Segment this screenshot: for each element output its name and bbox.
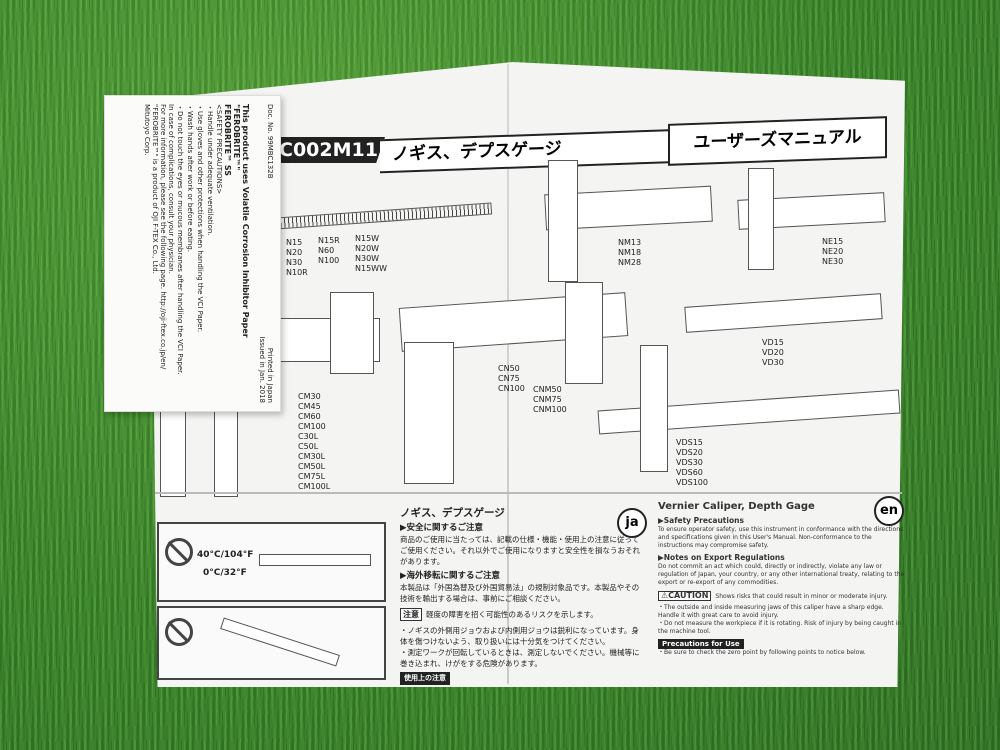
en-safety-section: Vernier Caliper, Depth Gage ▶Safety Prec… xyxy=(658,500,906,657)
en-safety-heading: ▶Safety Precautions xyxy=(658,516,744,525)
jp-export-heading: ▶海外移転に関するご注意 xyxy=(400,571,501,581)
temperature-warning-box: 40°C/104°F 0°C/32°F xyxy=(157,522,386,602)
prohibited-icon xyxy=(165,538,193,566)
info-line: "FEROBRITE™" is a product of OJI F-TEX C… xyxy=(151,104,159,274)
temp-low: 0°C/32°F xyxy=(203,568,247,578)
jp-usage-heading: 使用上の注意 xyxy=(400,672,450,685)
safety-line: ・Handle under adequate ventilation. xyxy=(206,104,214,236)
vci-product: FEROBRITE™ SS xyxy=(223,104,232,176)
jp-export-text: 本製品は「外国為替及び外国貿易法」の規制対象品です。本製品やその技術を輸出する場… xyxy=(400,583,640,603)
language-badge-ja: ja xyxy=(617,508,647,538)
jp-safety-text: 商品のご使用に当たっては、記載の仕様・機能・使用上の注意に従ってご使用ください。… xyxy=(400,535,640,566)
jp-bullet: ・ノギスの外側用ジョウおよび内側用ジョウは鋭利になっています。身体を傷つけないよ… xyxy=(400,626,639,646)
en-bullet: ・Do not measure the workpiece if it is r… xyxy=(658,620,902,635)
depth-gage-vds-base xyxy=(640,345,668,472)
drop-warning-box xyxy=(157,606,386,680)
jp-safety-heading: ▶安全に関するご注意 xyxy=(400,523,484,533)
caliper-ne-jaw xyxy=(748,168,774,270)
safety-heading: <SAFETY PRECAUTIONS> xyxy=(215,104,223,195)
jp-heading: ノギス、デプスゲージ xyxy=(400,507,505,519)
info-line: For more information, please see the fol… xyxy=(159,104,167,370)
company-name: Mitutoyo Corp. xyxy=(143,104,151,156)
jp-bullet: ・測定ワークが回転しているときは、測定しないでください。機械等に巻き込まれ、けが… xyxy=(400,648,640,668)
en-caution-label: ⚠CAUTION xyxy=(658,591,712,601)
caliper-cm-jaw xyxy=(160,410,186,497)
dropping-caliper-illustration xyxy=(220,617,340,667)
safety-line: ・Use gloves and other protections when h… xyxy=(196,104,204,333)
section-divider xyxy=(155,492,902,494)
safety-line: In case of complications, consult your p… xyxy=(167,104,175,274)
caliper-cn-jaw xyxy=(404,342,454,484)
caliper-illustration-small xyxy=(259,554,371,566)
vci-heading: This product uses Volatile Corrosion Inh… xyxy=(232,104,250,338)
en-precautions-heading: Precautions for Use xyxy=(658,639,744,649)
caliper-nm-jaw xyxy=(548,160,578,282)
en-export-text: Do not commit an act which could, direct… xyxy=(658,563,905,586)
en-heading: Vernier Caliper, Depth Gage xyxy=(658,501,815,512)
prohibited-icon xyxy=(165,618,193,646)
jp-safety-section: ノギス、デプスゲージ ▶安全に関するご注意 商品のご使用に当たっては、記載の仕様… xyxy=(400,508,645,685)
language-badge-en: en xyxy=(874,496,904,526)
safety-line: ・Wash hands after work or before eating. xyxy=(186,104,194,253)
vci-paper-notice-slip: Doc. No. 99MBC132B Printed in Japan Issu… xyxy=(104,95,281,412)
en-export-heading: ▶Notes on Export Regulations xyxy=(658,553,785,562)
caliper-cm-slider xyxy=(330,292,374,374)
safety-line: ・Do not touch the eyes or mucous membran… xyxy=(176,104,184,375)
manual-title: ユーザーズマニュアル xyxy=(668,116,887,166)
en-bullet: ・The outside and inside measuring jaws o… xyxy=(658,604,884,619)
caliper-cn-slider xyxy=(565,282,603,384)
jp-caution-label: 注意 xyxy=(400,608,422,621)
en-bullet: ・Be sure to check the zero point by foll… xyxy=(658,649,866,656)
issued-date: Issued in Jan. 2018 xyxy=(258,336,266,403)
jp-caution-text: 軽度の障害を招く可能性のあるリスクを示します。 xyxy=(426,610,598,619)
en-caution-text: Shows risks that could result in minor o… xyxy=(715,593,888,600)
en-safety-text: To ensure operator safety, use this inst… xyxy=(658,526,904,549)
model-code: C002M11 xyxy=(275,137,385,163)
sheet-fold-line xyxy=(507,64,509,684)
printed-in: Printed in Japan xyxy=(266,347,274,403)
caliper-cm-jaw-2 xyxy=(214,410,238,497)
temp-high: 40°C/104°F xyxy=(197,550,254,560)
